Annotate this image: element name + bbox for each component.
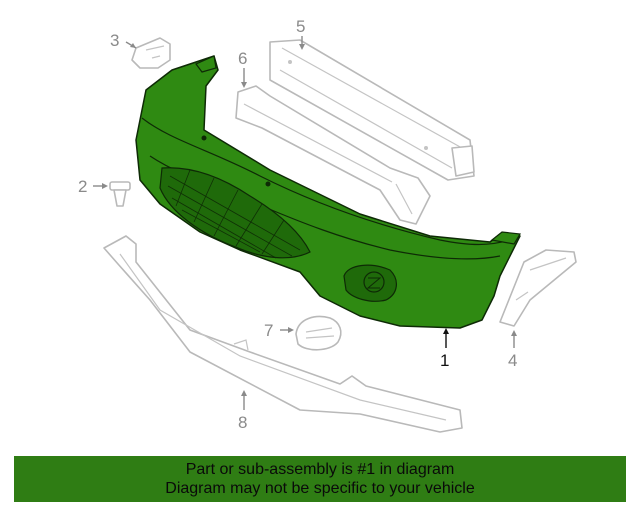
parts-diagram: 3 2 6 5 4 7 8 1 [78,17,577,433]
part-2-clip[interactable] [109,181,131,207]
leader-lines [93,36,517,410]
callout-8: 8 [238,413,247,432]
part-7-fog-cover[interactable] [295,315,342,351]
banner-line-2: Diagram may not be specific to your vehi… [165,480,475,497]
banner-line-1: Part or sub-assembly is #1 in diagram [185,461,455,478]
part-6-absorber[interactable] [235,85,431,225]
part-5-reinforcement[interactable] [269,39,475,181]
callout-4: 4 [508,351,517,370]
callout-3: 3 [110,31,119,50]
part-1-bumper-cover[interactable] [135,55,521,329]
diagram-notice-banner: Part or sub-assembly is #1 in diagram Di… [14,456,626,502]
callout-7: 7 [264,321,273,340]
part-8-lower-support[interactable] [103,235,463,433]
part-4-side-strip[interactable] [499,249,577,327]
callout-2: 2 [78,177,87,196]
part-3-bracket[interactable] [131,37,171,69]
callout-5: 5 [296,17,305,36]
callout-6: 6 [238,49,247,68]
callout-1: 1 [440,351,449,370]
